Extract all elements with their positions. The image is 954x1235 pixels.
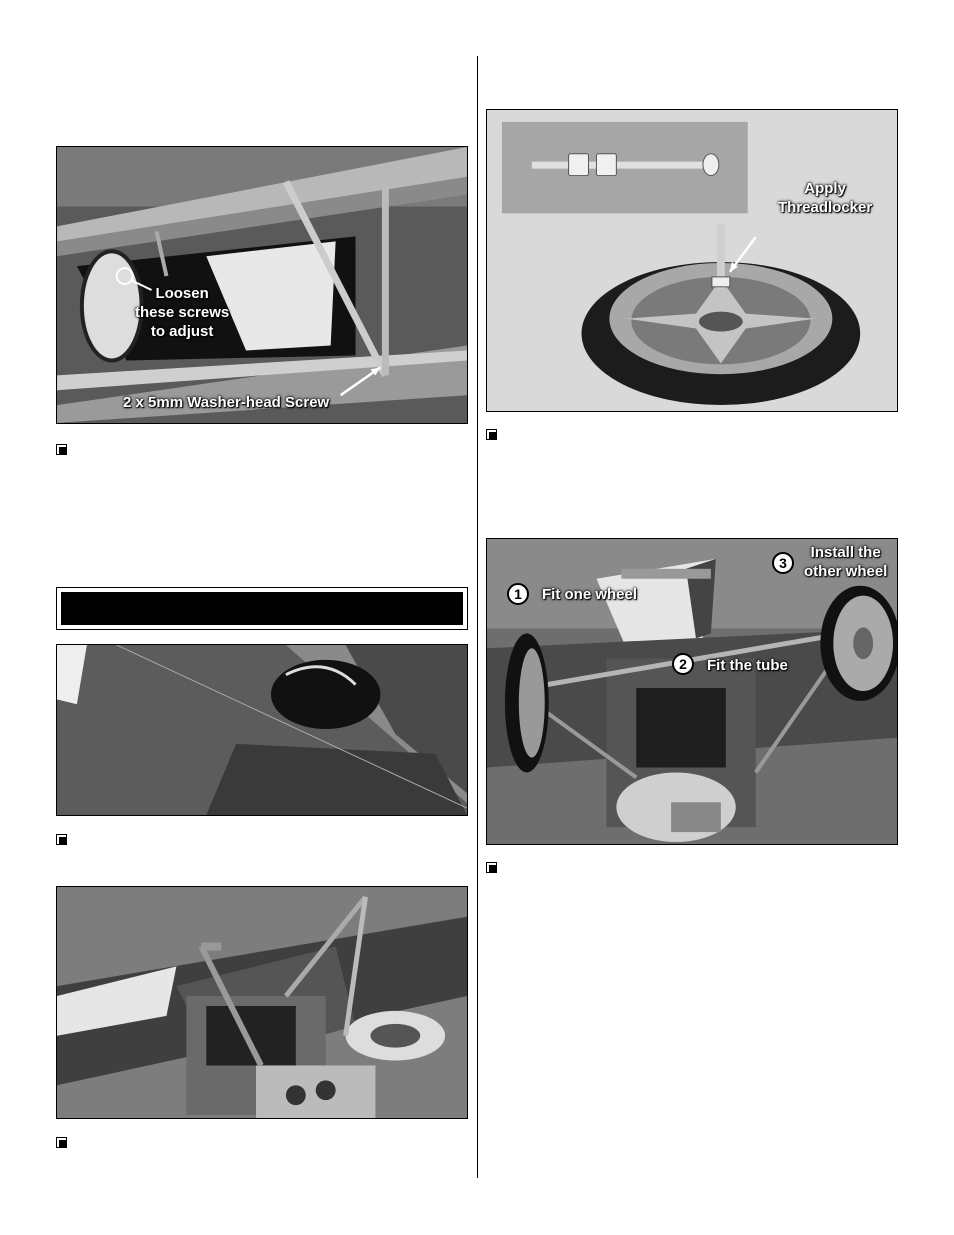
photo-tail-fairing	[56, 644, 468, 816]
label-loosen-screws: Loosen these screws to adjust	[135, 285, 230, 340]
checkbox-step-1[interactable]	[56, 444, 67, 455]
section-header-bar	[61, 592, 463, 625]
label-install-other-wheel: Install the other wheel	[804, 544, 888, 580]
checkbox-step-3[interactable]	[56, 1137, 67, 1148]
photo-wing-strut: Loosen these screws to adjust 2 x 5mm Wa…	[56, 146, 468, 424]
label-apply-threadlocker: Apply Threadlocker	[778, 180, 873, 216]
label-washer-head-screw: 2 x 5mm Washer-head Screw	[123, 394, 330, 411]
photo-landing-gear-struts	[56, 886, 468, 1119]
checkbox-step-5[interactable]	[486, 862, 497, 873]
column-divider	[477, 56, 478, 1178]
label-fit-one-wheel: Fit one wheel	[542, 586, 638, 603]
badge-step-3: 3	[772, 552, 794, 574]
section-header	[56, 587, 468, 630]
checkbox-step-4[interactable]	[486, 429, 497, 440]
badge-step-1: 1	[507, 583, 529, 605]
label-fit-the-tube: Fit the tube	[707, 657, 788, 674]
photo-wheel-bolt: Apply Threadlocker	[486, 109, 898, 412]
badge-step-2: 2	[672, 653, 694, 675]
photo-install-wheels: 1 Fit one wheel 2 Fit the tube 3 Install…	[486, 538, 898, 845]
checkbox-step-2[interactable]	[56, 834, 67, 845]
